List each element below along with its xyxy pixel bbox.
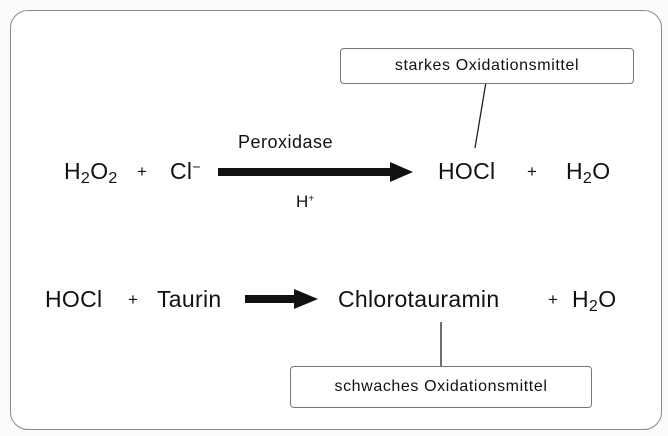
reaction2-reactant-taurin: Taurin (157, 286, 222, 312)
reaction1-product-water: H2O (566, 158, 611, 188)
reaction2-product-chlorotauramin: Chlorotauramin (338, 286, 500, 312)
reaction1-condition-label: H+ (296, 192, 315, 211)
reaction2-plus-1: + (128, 290, 138, 309)
reaction1-plus-1: + (137, 162, 147, 181)
reaction2-plus-2: + (548, 290, 558, 309)
reaction2-product-water: H2O (572, 286, 617, 316)
reaction1-note-connector (474, 81, 487, 149)
reaction1-reactant-chloride: Cl− (170, 158, 201, 184)
reaction2-reactant-hocl: HOCl (45, 286, 103, 312)
reaction1-enzyme-label: Peroxidase (238, 132, 334, 152)
reaction2-note-box: schwaches Oxidationsmittel (290, 366, 592, 408)
reaction1-plus-2: + (527, 162, 537, 181)
reaction1-product-hocl: HOCl (438, 158, 496, 184)
reaction1-note-box: starkes Oxidationsmittel (340, 48, 634, 84)
reaction1-arrow (218, 162, 413, 182)
reaction2-arrow (245, 289, 318, 309)
reaction1-reactant-h2o2: H2O2 (64, 158, 118, 188)
